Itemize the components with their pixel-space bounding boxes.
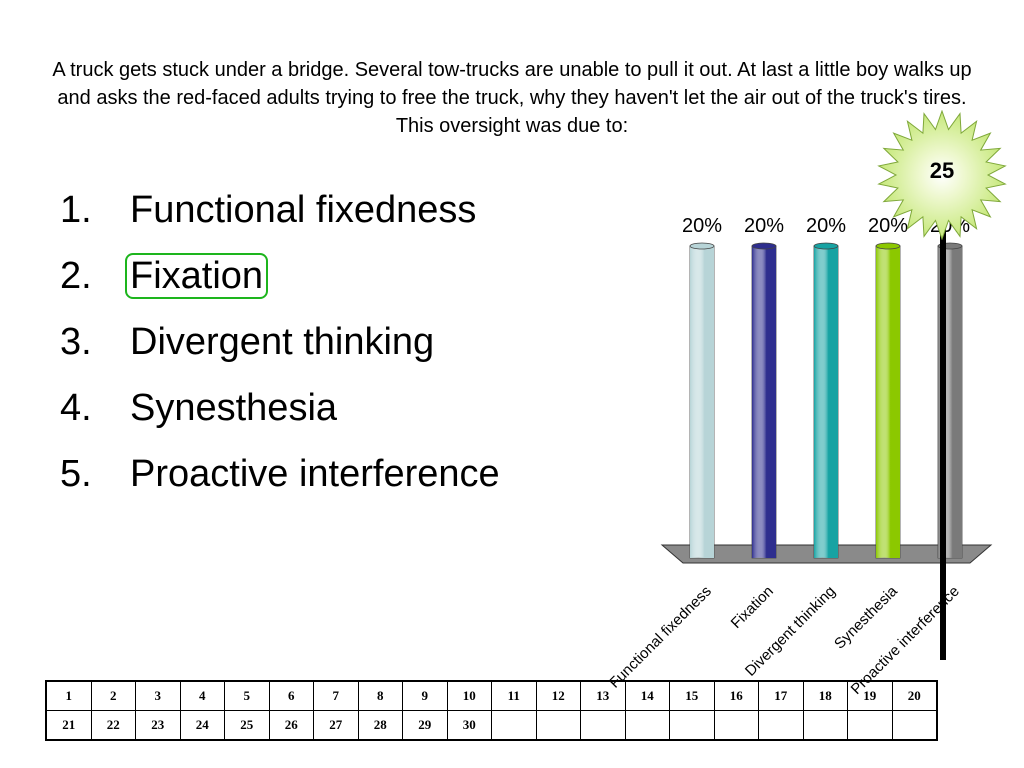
- grid-cell: 23: [135, 710, 181, 741]
- bar-shine-1: [690, 246, 714, 558]
- bar-value-label: 20%: [806, 215, 846, 237]
- answer-text: Functional fixedness: [130, 189, 477, 231]
- grid-cell: 26: [268, 710, 314, 741]
- grid-cell: 14: [624, 680, 670, 711]
- grid-cell: [580, 710, 626, 741]
- grid-cell: [491, 710, 537, 741]
- answer-text-selected: Fixation: [125, 253, 269, 299]
- grid-cell: 16: [713, 680, 759, 711]
- answer-text: Synesthesia: [130, 387, 338, 429]
- grid-cell: 27: [313, 710, 359, 741]
- bar-shine-2: [752, 246, 776, 558]
- answer-number: 3.: [60, 321, 92, 363]
- grid-cell: [535, 710, 581, 741]
- grid-cell: 10: [446, 680, 492, 711]
- grid-cell: [758, 710, 804, 741]
- grid-cell: 24: [179, 710, 225, 741]
- bar-cap-2: [751, 242, 777, 250]
- answer-number: 2.: [60, 255, 92, 297]
- bar-chart-svg: 20%Functional fixedness20%Fixation20%Div…: [606, 215, 993, 698]
- grid-cell: 1: [45, 680, 92, 711]
- grid-cell: 3: [135, 680, 181, 711]
- grid-cell: [669, 710, 715, 741]
- answer-option-3[interactable]: 3. Divergent thinking: [60, 318, 520, 366]
- grid-cell: 11: [491, 680, 537, 711]
- grid-cell: 9: [402, 680, 448, 711]
- answer-list: 1. Functional fixedness 2. Fixation 3. Dive…: [60, 186, 520, 516]
- bar-cap-1: [689, 242, 715, 250]
- grid-cell: 7: [313, 680, 359, 711]
- grid-cell: 19: [847, 680, 893, 711]
- grid-cell: 29: [402, 710, 448, 741]
- answer-option-2[interactable]: 2. Fixation: [60, 252, 520, 300]
- countdown-timer: 25: [872, 109, 1012, 241]
- answer-option-5[interactable]: 5. Proactive interference: [60, 450, 520, 498]
- grid-cell: 13: [580, 680, 626, 711]
- bar-cap-3: [813, 242, 839, 250]
- bar-shine-4: [876, 246, 900, 558]
- bar-value-label: 20%: [682, 215, 722, 237]
- grid-cell: 21: [45, 710, 92, 741]
- grid-cell: [891, 710, 938, 741]
- starburst-icon: [877, 109, 1007, 241]
- category-label: Functional fixedness: [606, 583, 715, 692]
- bar-value-label: 20%: [868, 215, 908, 237]
- bar-shine-3: [814, 246, 838, 558]
- grid-cell: 25: [224, 710, 270, 741]
- grid-cell: 20: [891, 680, 938, 711]
- answer-option-4[interactable]: 4. Synesthesia: [60, 384, 520, 432]
- grid-cell: 12: [535, 680, 581, 711]
- starburst-shape: [877, 109, 1007, 241]
- grid-cell: 22: [90, 710, 136, 741]
- grid-cell: 4: [179, 680, 225, 711]
- answer-text: Divergent thinking: [130, 321, 435, 363]
- bar-value-label: 20%: [744, 215, 784, 237]
- question-text: A truck gets stuck under a bridge. Sever…: [52, 59, 972, 137]
- grid-cell: 18: [802, 680, 848, 711]
- grid-cell: 15: [669, 680, 715, 711]
- answer-number: 4.: [60, 387, 92, 429]
- grid-cell: [624, 710, 670, 741]
- grid-cell: 17: [758, 680, 804, 711]
- grid-cell: 6: [268, 680, 314, 711]
- answer-number: 1.: [60, 189, 92, 231]
- grid-cell: [713, 710, 759, 741]
- grid-cell: [847, 710, 893, 741]
- grid-cell: 30: [446, 710, 492, 741]
- grid-cell: 28: [357, 710, 403, 741]
- grid-cell: 5: [224, 680, 270, 711]
- grid-cell: 8: [357, 680, 403, 711]
- category-label: Fixation: [728, 583, 777, 632]
- answer-option-1[interactable]: 1. Functional fixedness: [60, 186, 520, 234]
- grid-cell: [802, 710, 848, 741]
- grid-cell: 2: [90, 680, 136, 711]
- answer-text: Proactive interference: [130, 453, 500, 495]
- answer-number: 5.: [60, 453, 92, 495]
- correct-answer-indicator: [940, 220, 946, 660]
- bar-cap-4: [875, 242, 901, 250]
- timer-value: 25: [929, 158, 955, 183]
